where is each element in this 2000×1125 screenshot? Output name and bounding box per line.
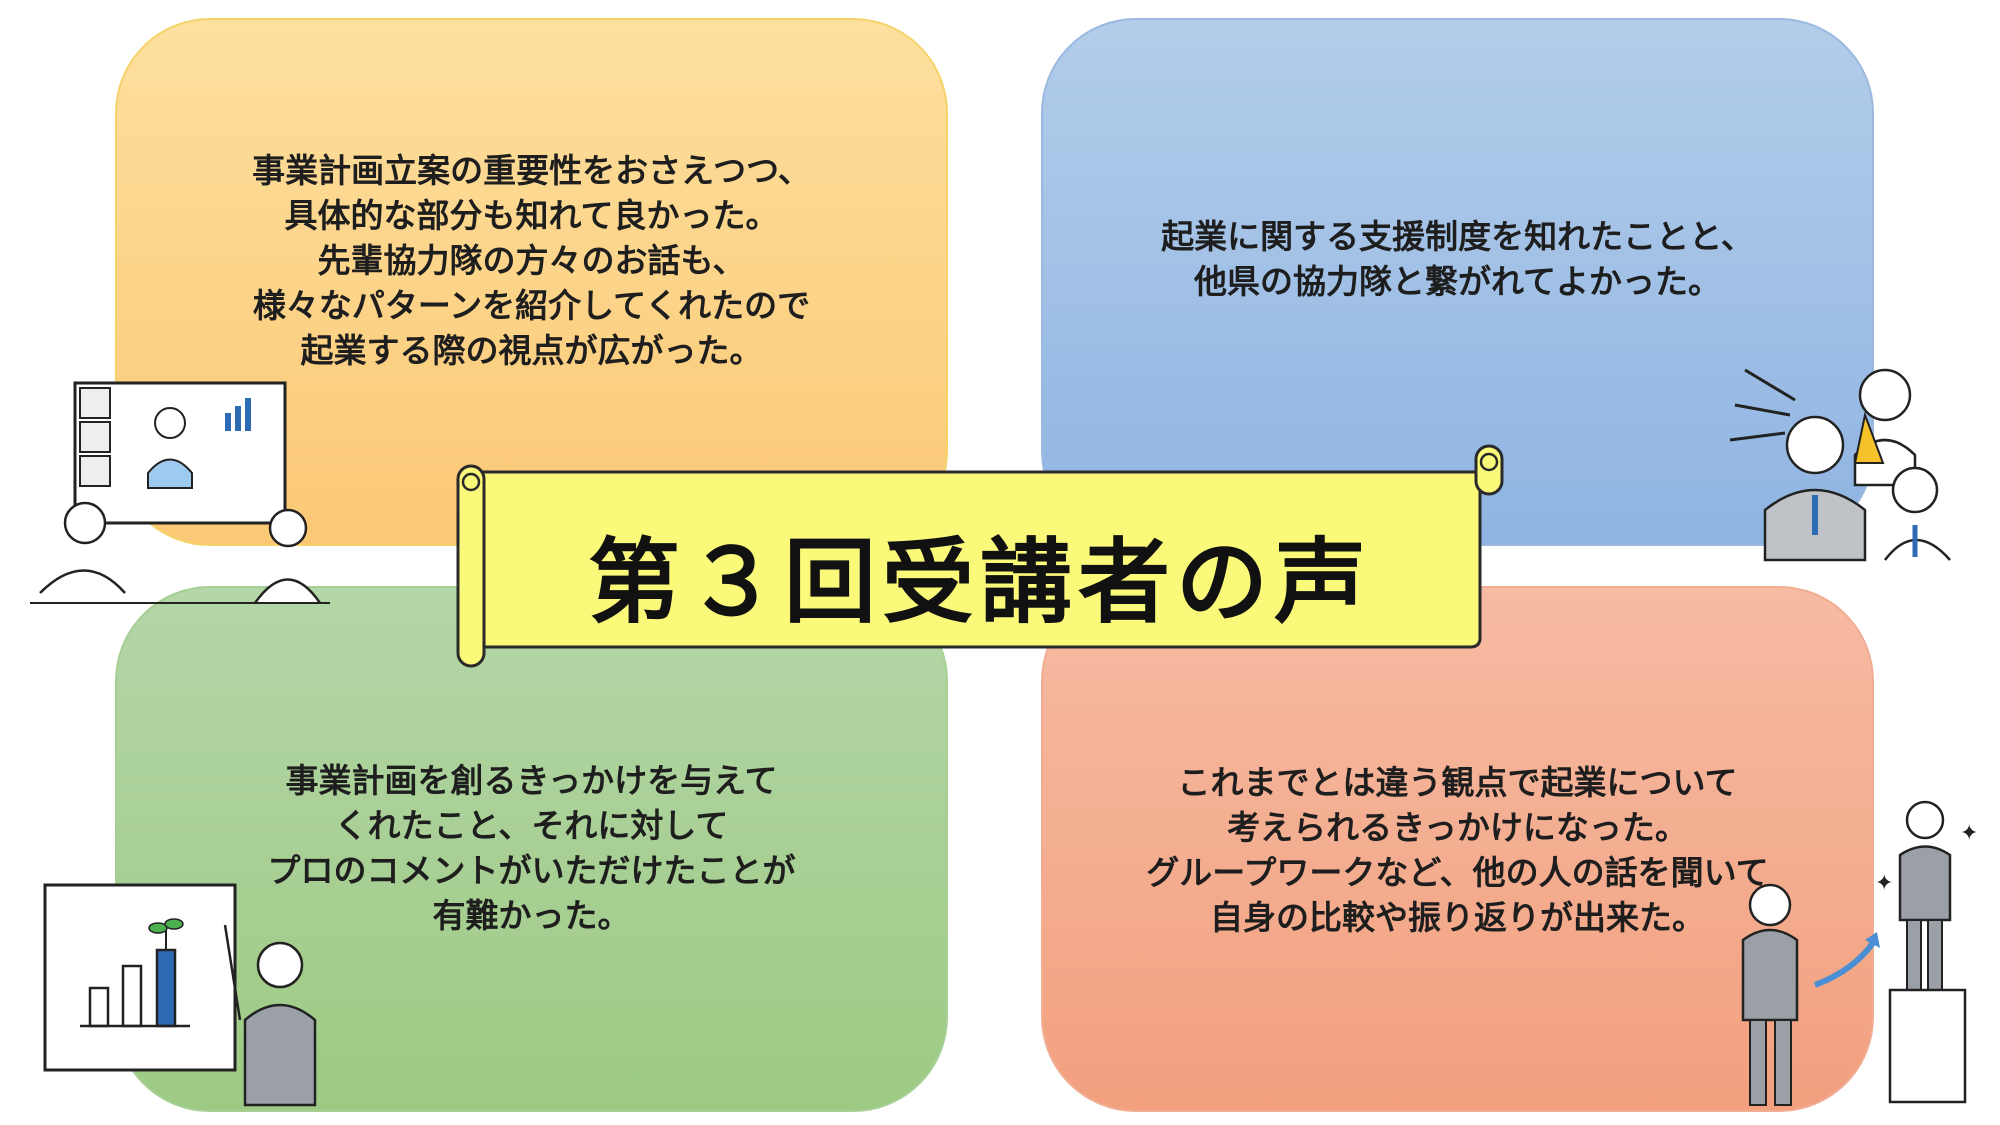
scroll-banner <box>456 444 1504 668</box>
cheering-team-illustration <box>1729 368 1951 562</box>
card-top-left-text: 事業計画立案の重要性をおさえつつ、 具体的な部分も知れて良かった。 先輩協力隊の… <box>252 151 811 370</box>
growth-chart-presenter-illustration <box>43 883 317 1107</box>
online-meeting-illustration <box>30 381 330 604</box>
card-bottom-left-text: 事業計画を創るきっかけを与えて くれたこと、それに対して プロのコメントがいただ… <box>267 761 796 935</box>
page-title: 第３回受講者の声 <box>587 529 1372 636</box>
career-step-up-illustration: ✦ ✦ <box>1741 800 1978 1106</box>
card-bottom-right-text: これまでとは違う観点で起業について 考えられるきっかけになった。 グループワーク… <box>1146 763 1769 937</box>
card-bottom-right: これまでとは違う観点で起業について 考えられるきっかけになった。 グループワーク… <box>1041 586 1874 1112</box>
card-top-right-text: 起業に関する支援制度を知れたことと、 他県の協力隊と繋がれてよかった。 <box>1161 217 1754 301</box>
card-top-right: 起業に関する支援制度を知れたことと、 他県の協力隊と繋がれてよかった。 <box>1041 18 1874 546</box>
svg-text:✦: ✦ <box>1960 821 1978 846</box>
svg-text:✦: ✦ <box>1875 871 1893 896</box>
